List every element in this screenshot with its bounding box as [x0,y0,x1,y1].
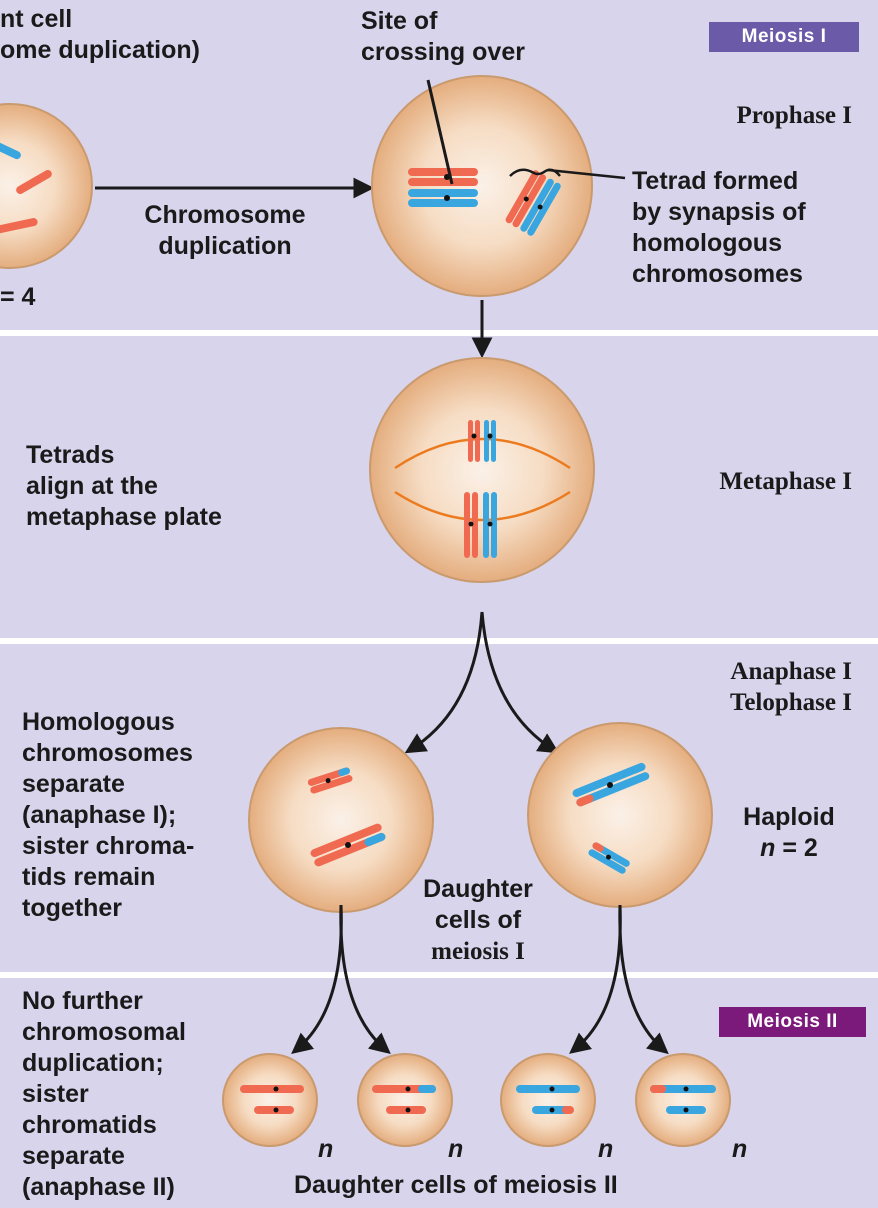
meiosis-1-badge: Meiosis I [709,22,859,52]
meiosis-2-badge: Meiosis II [719,1007,866,1037]
crossing-over-label: Site of crossing over [361,6,525,68]
haploid-label: Haploid n = 2 [724,802,854,864]
branch-arrow-right [482,612,554,750]
prophase-label: Prophase I [736,100,852,131]
daughter-cell-meiosis-2-d [636,1054,730,1146]
anaphase-telophase-label: Anaphase I Telophase I [730,656,852,718]
duplication-label: Chromosome duplication [118,200,332,262]
arrow-to-daughter-3 [574,905,620,1050]
no-further-duplication-label: No further chromosomal duplication; sist… [22,986,186,1203]
parent-count-label: = 4 [0,282,35,313]
n-label-2: n [448,1134,463,1165]
tetrads-align-label: Tetrads align at the metaphase plate [26,440,222,533]
branch-arrow-left [410,612,482,750]
daughter-cells-meiosis-1-label: Daughter cells of meiosis I [404,874,552,967]
parent-cell-label: nt cell ome duplication) [0,4,200,66]
homologous-separate-label: Homologous chromosomes separate (anaphas… [22,707,194,924]
arrow-to-daughter-4 [620,905,664,1050]
daughter-cell-meiosis-2-c [501,1054,595,1146]
daughter-cells-meiosis-2-label: Daughter cells of meiosis II [294,1170,618,1201]
n-label-1: n [318,1134,333,1165]
n-label-4: n [732,1134,747,1165]
haploid-n: n [760,834,775,862]
haploid-count: = 2 [782,834,817,862]
metaphase-label: Metaphase I [719,466,852,497]
n-label-3: n [598,1134,613,1165]
metaphase-cell [370,358,594,582]
daughter-cell-meiosis-2-a [223,1054,317,1146]
prophase-cell [372,76,592,296]
arrow-to-daughter-2 [341,905,386,1050]
parent-cell [0,104,92,268]
tetrad-label: Tetrad formed by synapsis of homologous … [632,166,806,290]
daughter-cell-meiosis-1-right [528,723,712,907]
daughter-cell-meiosis-2-b [358,1054,452,1146]
arrow-to-daughter-1 [296,905,341,1050]
